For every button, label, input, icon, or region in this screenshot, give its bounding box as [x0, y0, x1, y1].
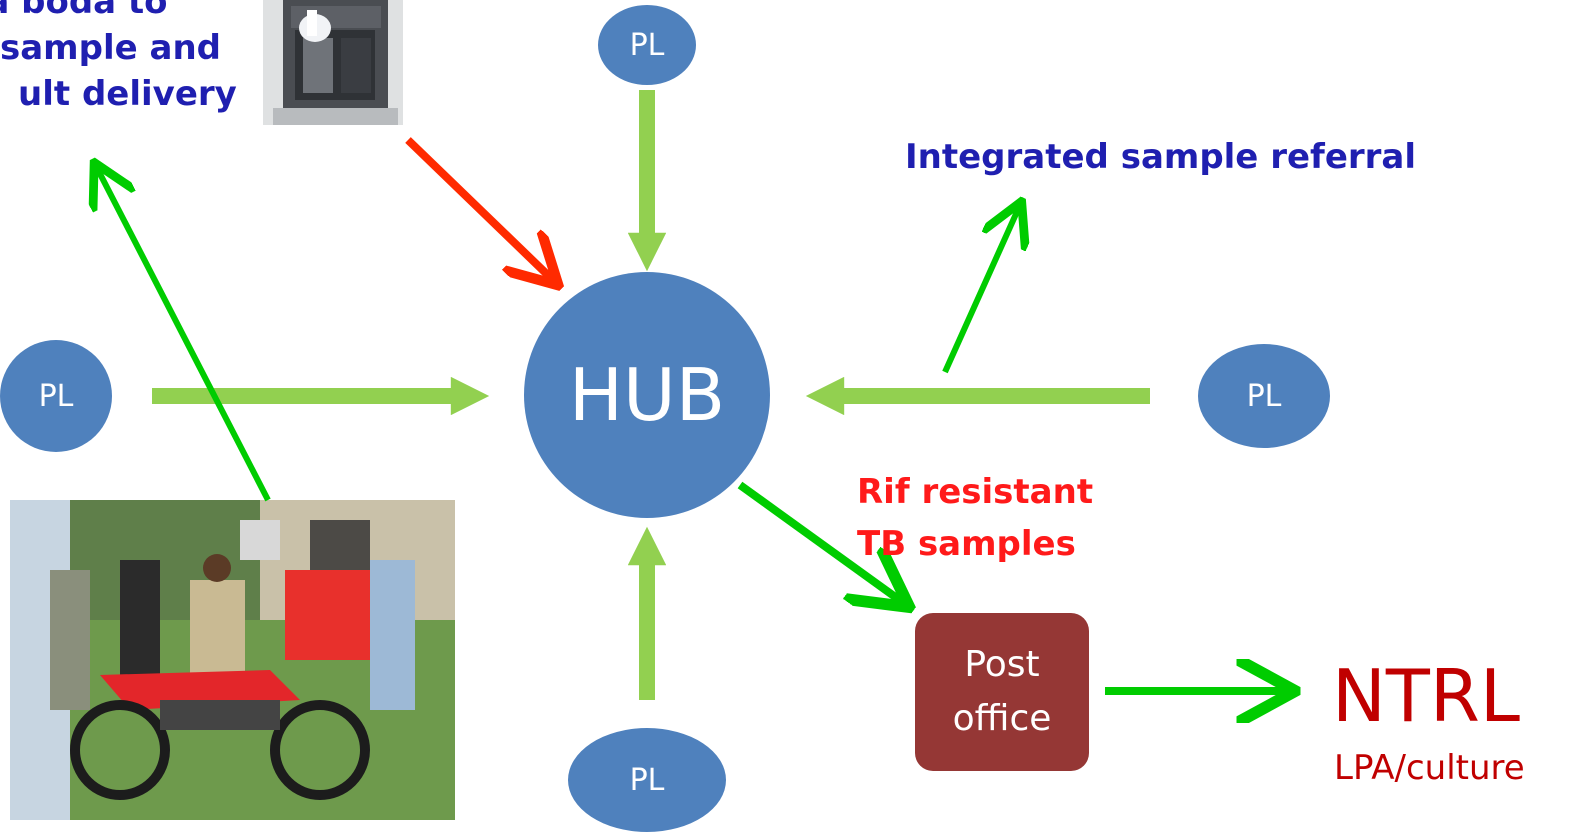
- post-office-line2: office: [952, 698, 1052, 739]
- ntrl-subtitle: LPA/culture: [1334, 748, 1525, 788]
- pl-node-left: PL: [0, 340, 112, 452]
- boda-label-line2: sample and: [0, 28, 221, 68]
- boda-label: da boda to sample and ult delivery: [0, 0, 237, 120]
- motorcycle-sample-transport-photo: [10, 500, 455, 820]
- boda-label-line1: da boda to: [0, 0, 168, 22]
- pl-node-right-label: PL: [1246, 378, 1282, 414]
- pl-node-top: PL: [598, 5, 696, 85]
- rif-resistant-label: Rif resistant TB samples: [857, 472, 1093, 564]
- rif-resistant-line2: TB samples: [857, 524, 1076, 564]
- integrated-referral-label: Integrated sample referral: [905, 137, 1417, 177]
- arrow-to-integrated-referral: [942, 205, 1020, 374]
- pl-node-bottom: PL: [568, 728, 726, 832]
- hub-node-label: HUB: [568, 353, 726, 437]
- rif-resistant-line1: Rif resistant: [857, 472, 1094, 512]
- arrow-machine-to-hub: [405, 137, 555, 282]
- post-office-node: Post office: [915, 613, 1089, 771]
- pl-node-right: PL: [1198, 344, 1330, 448]
- genexpert-machine-photo: [263, 0, 403, 125]
- boda-label-line3: ult delivery: [18, 74, 237, 114]
- arrow-photo-to-boda-label: [96, 166, 271, 502]
- post-office-line1: Post: [964, 644, 1040, 685]
- pl-node-bottom-label: PL: [629, 762, 665, 798]
- pl-node-top-label: PL: [629, 27, 665, 63]
- ntrl-title: NTRL: [1332, 654, 1520, 738]
- pl-node-left-label: PL: [38, 378, 74, 414]
- arrow-hub-to-post-office: [737, 481, 905, 604]
- hub-node: HUB: [524, 272, 770, 518]
